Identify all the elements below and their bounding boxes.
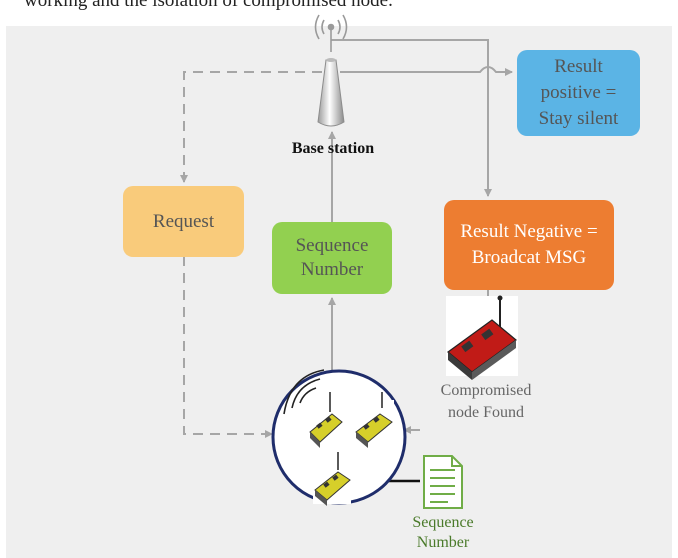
dashed-connector-bottom [183, 256, 273, 438]
document-label: Sequence Number [412, 514, 474, 551]
request-label: Request [152, 210, 215, 232]
sensor-node-icon [307, 392, 343, 451]
request-box: Request [123, 186, 244, 257]
base-station-label: Base station [291, 140, 375, 157]
compromised-node-label: Compromised node Found [440, 382, 532, 421]
antenna-icon [314, 14, 348, 52]
result-negative-label: Result Negative = Broadcat MSG [460, 221, 598, 268]
tower-icon [317, 58, 345, 127]
result-positive-box: Result positive = Stay silent [517, 50, 640, 136]
document-icon [423, 455, 463, 509]
sequence-number-box: Sequence Number [272, 222, 392, 294]
dashed-connector-top [180, 71, 322, 183]
connector-tower-to-positive [340, 66, 513, 76]
connector-antenna-to-result [331, 39, 492, 197]
sensor-node-icon [313, 452, 351, 506]
sequence-number-label: Sequence Number [295, 235, 369, 280]
sensor-node-icon [352, 392, 394, 448]
result-positive-label: Result positive = Stay silent [538, 56, 619, 129]
result-negative-box: Result Negative = Broadcat MSG [444, 200, 614, 290]
broadcast-waves-icon [283, 369, 325, 415]
compromised-node-icon [446, 295, 518, 380]
caption-fragment: working and the isolation of compromised… [24, 0, 393, 11]
